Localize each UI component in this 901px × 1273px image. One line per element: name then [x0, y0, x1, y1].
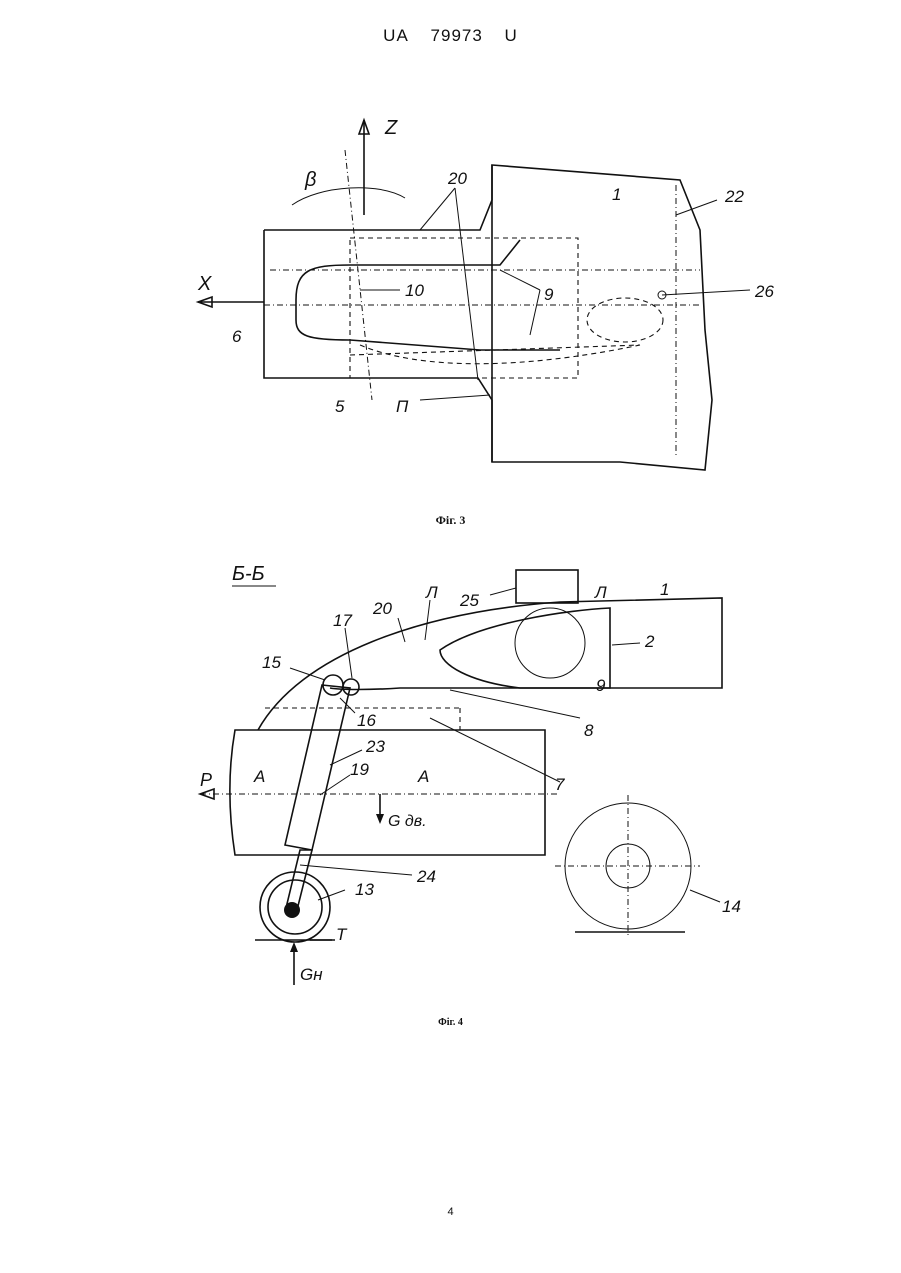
label-1: 1 [612, 185, 621, 204]
label-23: 23 [365, 737, 385, 756]
section-a-left: A [253, 767, 265, 786]
figure-3-caption: Фіг. 3 [0, 513, 901, 528]
force-t-label: T [336, 925, 348, 944]
label-7: 7 [555, 775, 565, 794]
label-9: 9 [596, 676, 606, 695]
label-13: 13 [355, 880, 374, 899]
label-16: 16 [357, 711, 376, 730]
label-1: 1 [660, 580, 669, 599]
label-20: 20 [372, 599, 392, 618]
label-l-right: Л [594, 583, 607, 602]
label-9: 9 [544, 285, 554, 304]
force-p-label: P [200, 770, 212, 790]
label-19: 19 [350, 760, 369, 779]
figure-4-drawing: Б-Б 1 2 7 8 9 13 14 15 16 17 [0, 550, 901, 1010]
label-10: 10 [405, 281, 424, 300]
force-gdv-label: G дв. [388, 813, 427, 830]
label-p: П [396, 397, 409, 416]
axis-x-label: X [197, 273, 212, 295]
label-2: 2 [644, 632, 655, 651]
label-22: 22 [724, 187, 744, 206]
figure-3-drawing: Z X β 1 5 6 9 10 20 22 26 П [0, 0, 901, 500]
figure-4-caption: Фіг. 4 [0, 1017, 901, 1028]
label-5: 5 [335, 397, 345, 416]
section-a-right: A [417, 767, 429, 786]
label-8: 8 [584, 721, 594, 740]
label-17: 17 [333, 611, 352, 630]
label-l-left: Л [425, 583, 438, 602]
angle-beta-label: β [304, 169, 316, 191]
label-14: 14 [722, 897, 741, 916]
force-gn-label: Gн [300, 965, 323, 984]
label-6: 6 [232, 327, 242, 346]
label-15: 15 [262, 653, 281, 672]
label-20: 20 [447, 169, 467, 188]
label-26: 26 [754, 282, 774, 301]
label-24: 24 [416, 867, 436, 886]
axis-z-label: Z [384, 117, 398, 139]
page-number: 4 [0, 1206, 901, 1218]
label-25: 25 [459, 591, 479, 610]
section-title: Б-Б [232, 563, 265, 585]
